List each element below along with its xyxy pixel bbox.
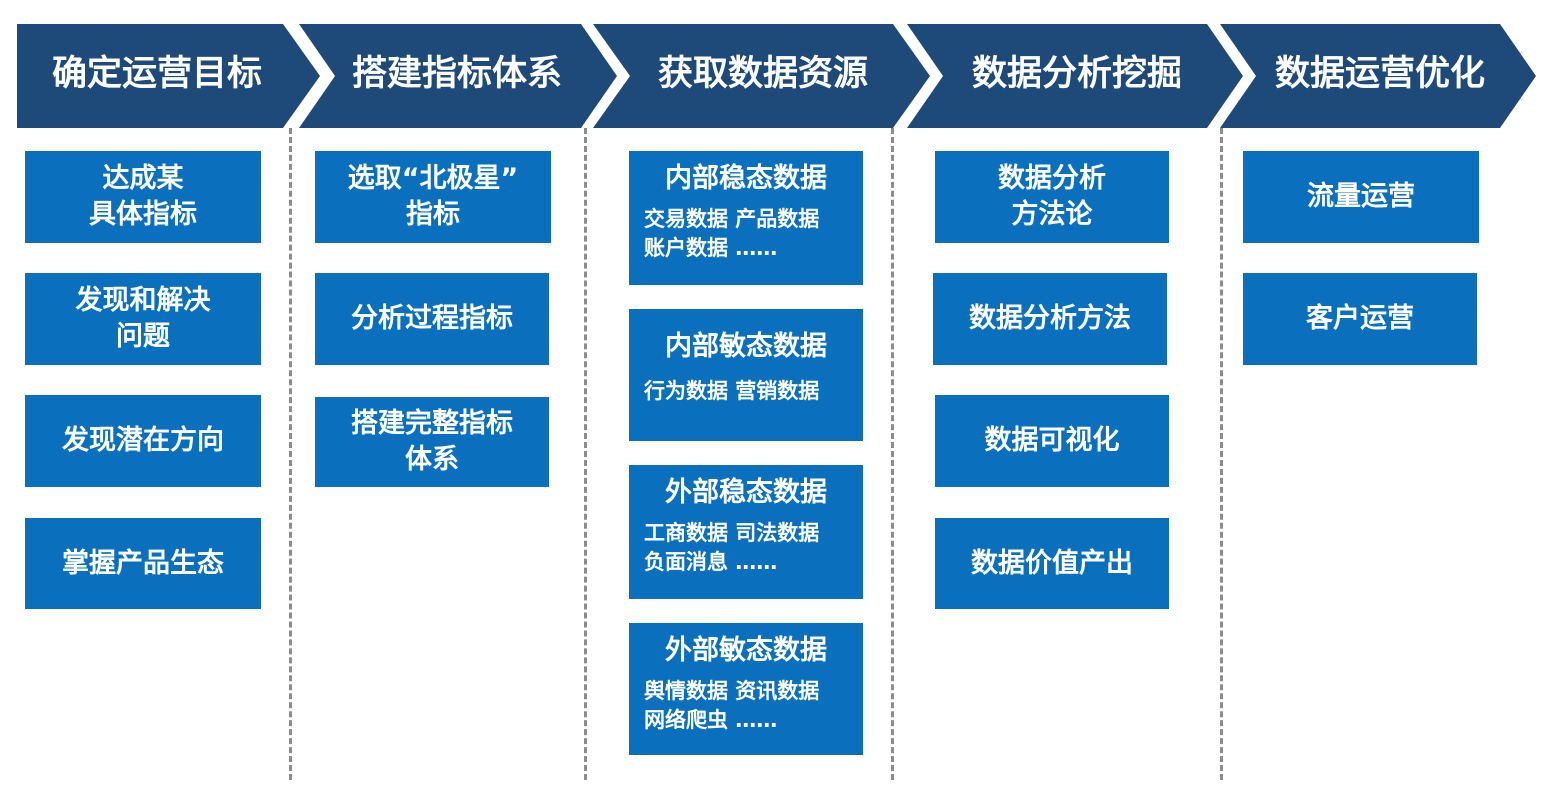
optimize-label-2: 客户运营: [1306, 303, 1414, 334]
data-source-detail-1: 交易数据 产品数据 账户数据 ……: [644, 207, 820, 260]
analysis-box-1: 数据分析 方法论: [935, 151, 1169, 243]
data-source-detail-4: 舆情数据 资讯数据 网络爬虫 ……: [644, 679, 820, 732]
column-divider-1: [289, 128, 292, 780]
metric-label-2: 分析过程指标: [351, 303, 513, 334]
step-title-1: 确定运营目标: [51, 54, 262, 94]
data-source-box-1: 内部稳态数据 交易数据 产品数据 账户数据 ……: [629, 151, 863, 285]
goal-box-4: 掌握产品生态: [25, 518, 261, 609]
step-header-4: 数据分析挖掘: [907, 24, 1243, 128]
step-title-3: 获取数据资源: [657, 54, 868, 94]
metric-box-3: 搭建完整指标 体系: [315, 397, 549, 487]
goal-label-2: 发现和解决 问题: [75, 285, 211, 352]
step-header-2: 搭建指标体系: [299, 24, 617, 128]
analysis-label-4: 数据价值产出: [971, 547, 1133, 579]
step-title-4: 数据分析挖掘: [971, 54, 1182, 94]
analysis-box-2: 数据分析方法: [933, 273, 1167, 365]
data-source-title-4: 外部敏态数据: [665, 635, 827, 666]
goal-box-1: 达成某 具体指标: [25, 151, 261, 243]
metric-box-1: 选取“北极星” 指标: [315, 151, 551, 243]
data-source-box-3: 外部稳态数据 工商数据 司法数据 负面消息 ……: [629, 465, 863, 599]
goal-label-3: 发现潜在方向: [62, 425, 224, 456]
optimize-label-1: 流量运营: [1307, 181, 1415, 212]
goal-label-4: 掌握产品生态: [62, 547, 224, 579]
goal-box-2: 发现和解决 问题: [25, 273, 261, 365]
analysis-label-3: 数据可视化: [984, 425, 1120, 456]
goal-label-1: 达成某 具体指标: [89, 163, 197, 230]
analysis-label-2: 数据分析方法: [969, 303, 1131, 334]
data-source-detail-2: 行为数据 营销数据: [644, 379, 820, 403]
optimize-box-1: 流量运营: [1243, 151, 1479, 243]
data-source-title-1: 内部稳态数据: [665, 163, 827, 194]
data-source-detail-3: 工商数据 司法数据 负面消息 ……: [644, 521, 820, 574]
step-title-5: 数据运营优化: [1274, 54, 1485, 94]
step-header-1: 确定运营目标: [17, 24, 320, 128]
metric-label-3: 搭建完整指标 体系: [351, 408, 513, 475]
step-header-3: 获取数据资源: [593, 24, 930, 128]
analysis-label-1: 数据分析 方法论: [998, 163, 1106, 230]
step-title-2: 搭建指标体系: [351, 54, 562, 94]
data-source-box-4: 外部敏态数据 舆情数据 资讯数据 网络爬虫 ……: [629, 623, 863, 755]
analysis-box-4: 数据价值产出: [935, 518, 1169, 609]
column-divider-4: [1220, 128, 1223, 780]
step-header-5: 数据运营优化: [1220, 24, 1536, 128]
analysis-box-3: 数据可视化: [935, 395, 1169, 487]
column-divider-3: [891, 128, 894, 780]
data-source-box-2: 内部敏态数据 行为数据 营销数据: [629, 309, 863, 441]
data-source-title-2: 内部敏态数据: [665, 331, 827, 362]
data-source-title-3: 外部稳态数据: [665, 477, 827, 508]
metric-label-1: 选取“北极星” 指标: [347, 163, 519, 230]
goal-box-3: 发现潜在方向: [25, 395, 261, 487]
metric-box-2: 分析过程指标: [315, 273, 549, 365]
column-divider-2: [584, 128, 587, 780]
optimize-box-2: 客户运营: [1243, 273, 1477, 365]
